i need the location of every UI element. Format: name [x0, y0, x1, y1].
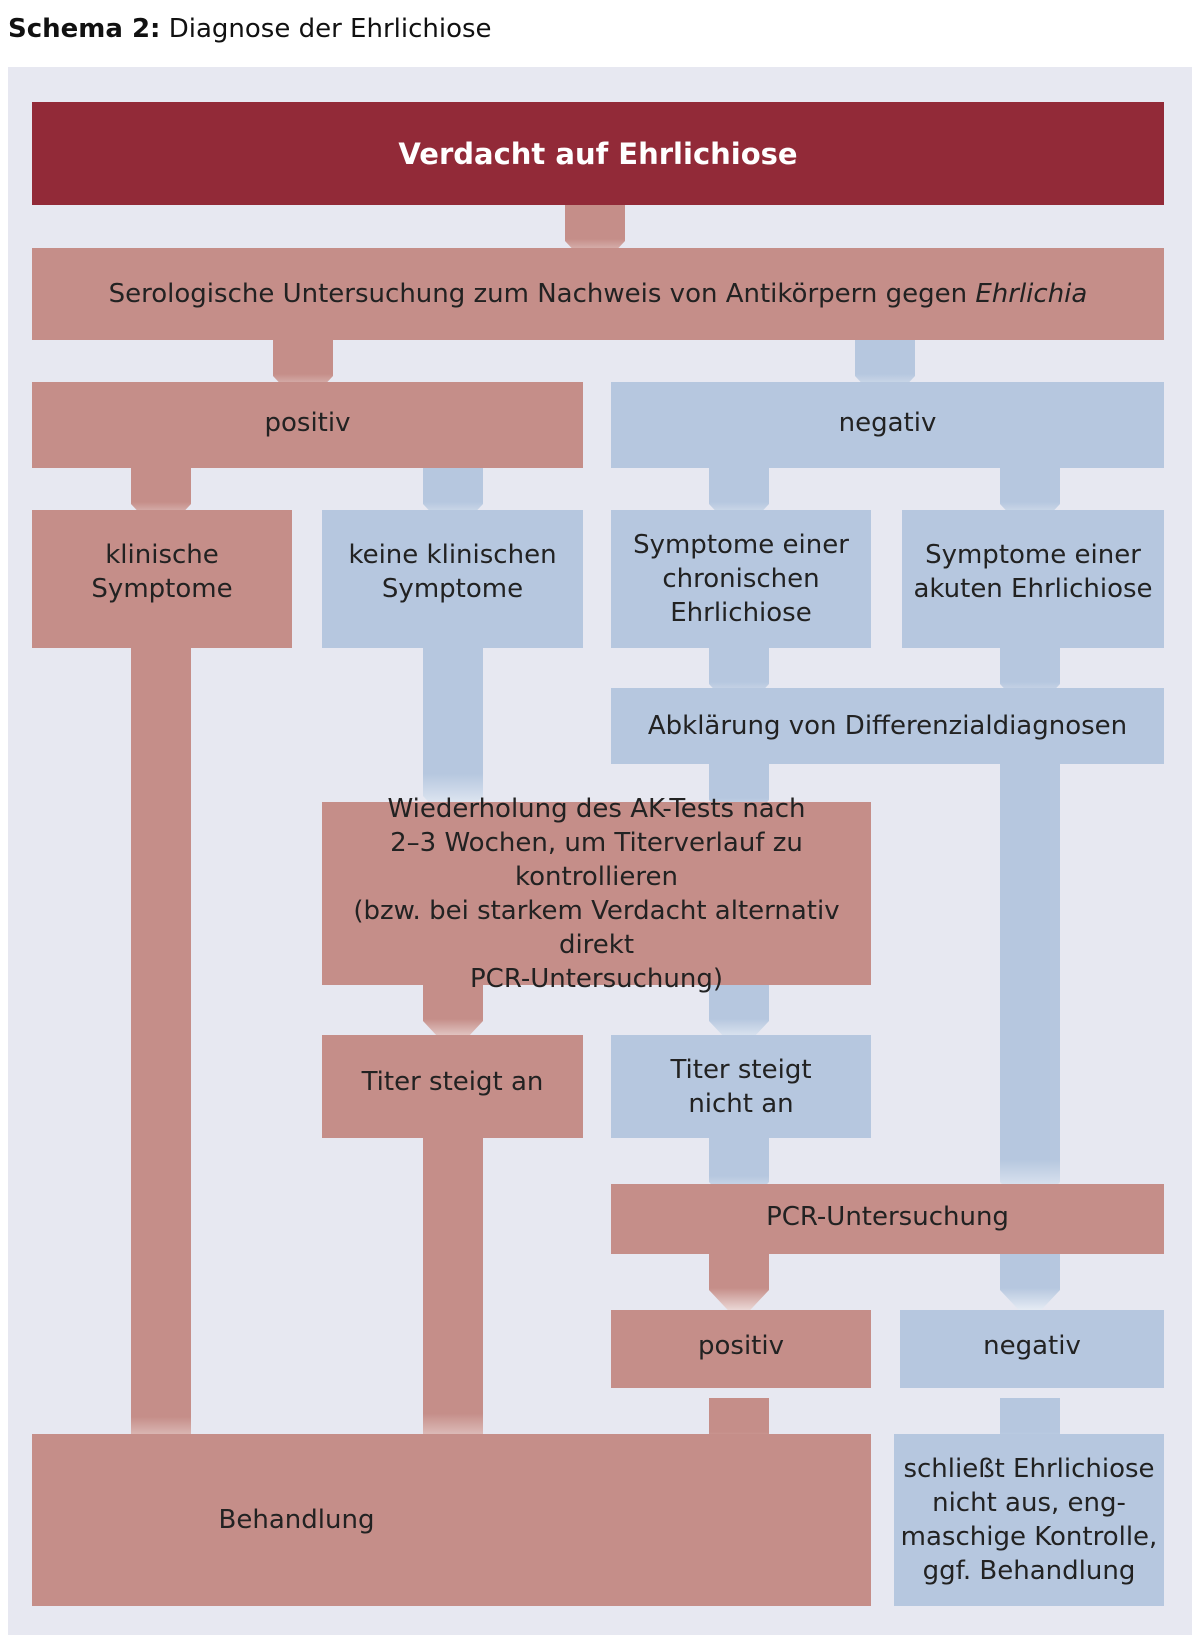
box-repeat-test: Wiederholung des AK-Tests nach 2–3 Woche… [322, 794, 871, 994]
box-positive: positiv [32, 382, 583, 468]
box-suspicion: Verdacht auf Ehrlichiose [32, 102, 1164, 205]
arrow-pcr-to-negative [1000, 1254, 1060, 1322]
box-chronic-symptoms: Symptome einer chronischen Ehrlichiose [611, 510, 871, 648]
arrow-titer-up-to-treatment [423, 1138, 483, 1466]
box-no-clinical-symptoms: keine klinischen Symptome [322, 510, 583, 648]
caption-title: Diagnose der Ehrlichiose [168, 14, 492, 44]
box-treatment: Behandlung [32, 1434, 871, 1606]
box-not-excluded: schließt Ehrlichiose nicht aus, eng- mas… [894, 1434, 1164, 1606]
serology-text: Serologische Untersuchung zum Nachweis v… [108, 279, 976, 309]
serology-italic: Ehrlichia [975, 279, 1088, 309]
box-titer-not-up: Titer steigt nicht an [611, 1035, 871, 1138]
box-acute-symptoms: Symptome einer akuten Ehrlichiose [902, 510, 1164, 648]
arrow-no-clinical-to-repeat-test [423, 648, 483, 828]
caption-label: Schema 2: [8, 14, 161, 44]
box-pcr: PCR-Untersuchung [611, 1184, 1164, 1254]
box-pcr-negative: negativ [900, 1310, 1164, 1388]
box-clinical-symptoms: klinische Symptome [32, 510, 292, 648]
box-differential-diagnosis: Abklärung von Differenzialdiagnosen [611, 688, 1164, 764]
arrow-clinical-to-treatment [131, 648, 191, 1466]
arrow-pcr-to-positive [709, 1254, 769, 1322]
box-negative: negativ [611, 382, 1164, 468]
box-pcr-positive: positiv [611, 1310, 871, 1388]
box-titer-up: Titer steigt an [322, 1035, 583, 1138]
figure-caption: Schema 2: Diagnose der Ehrlichiose [8, 14, 492, 44]
arrow-differential-to-pcr [1000, 764, 1060, 1214]
box-serology: Serologische Untersuchung zum Nachweis v… [32, 248, 1164, 340]
